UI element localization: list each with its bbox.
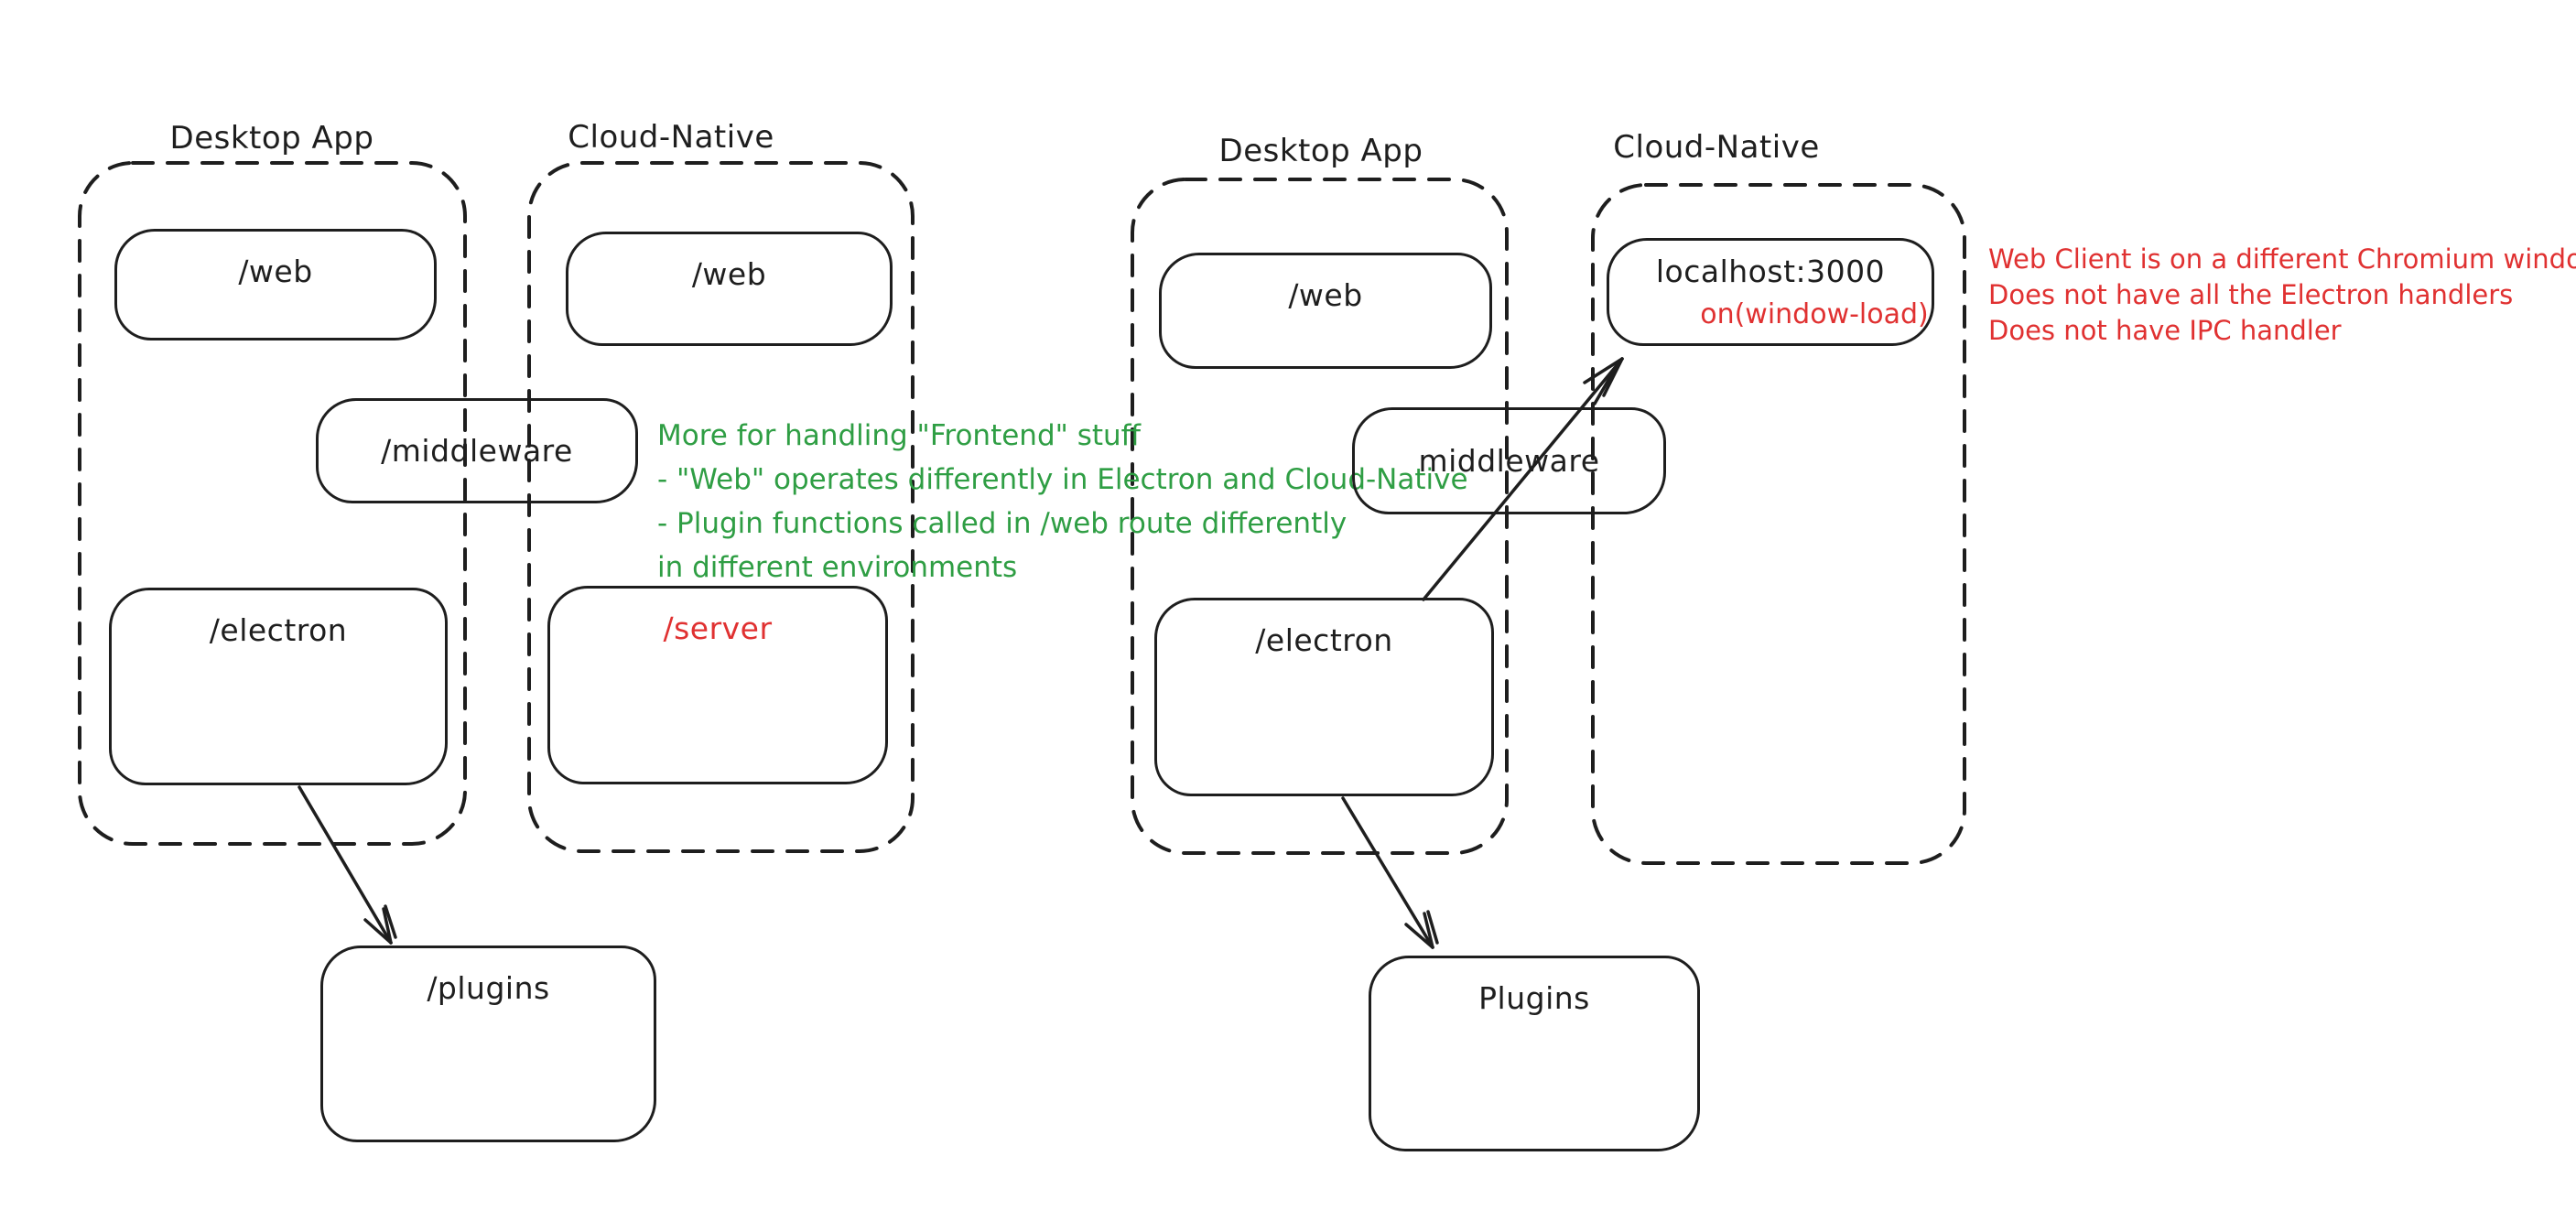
box-localhost-3000[interactable]: localhost:3000 on(window-load) [1607, 238, 1934, 346]
container-desktop-app-left[interactable] [78, 161, 467, 846]
label-desktop-app-right: Desktop App [1218, 133, 1423, 169]
box-web-right[interactable]: /web [1159, 253, 1492, 369]
note-web-client[interactable]: Web Client is on a different Chromium wi… [1988, 242, 2576, 349]
box-web-cloud-left[interactable]: /web [566, 232, 893, 346]
box-electron-left[interactable]: /electron [109, 588, 448, 785]
box-plugins-right-label: Plugins [1478, 980, 1590, 1016]
note-frontend-handling[interactable]: More for handling "Frontend" stuff - "We… [657, 414, 1468, 589]
box-middleware-left[interactable]: /middleware [316, 398, 638, 503]
box-web-desktop-left[interactable]: /web [114, 229, 437, 340]
box-web-right-label: /web [1288, 277, 1363, 313]
container-cloud-native-right[interactable] [1591, 183, 1966, 865]
window-load-label: on(window-load) [1700, 298, 1929, 330]
box-server-left-label: /server [663, 611, 773, 646]
box-plugins-left[interactable]: /plugins [320, 946, 656, 1142]
box-server-left[interactable]: /server [547, 586, 888, 784]
box-middleware-left-label: /middleware [381, 433, 573, 469]
box-middleware-right[interactable]: middleware [1352, 407, 1666, 514]
box-middleware-right-label: middleware [1418, 443, 1600, 479]
label-cloud-native-left: Cloud-Native [568, 119, 774, 156]
container-desktop-app-right[interactable] [1131, 178, 1509, 855]
note-frontend-line-4: in different environments [657, 551, 1018, 584]
note-web-client-line-1: Web Client is on a different Chromium wi… [1988, 243, 2576, 275]
box-localhost-3000-label: localhost:3000 [1655, 254, 1886, 289]
container-cloud-native-left[interactable] [527, 161, 915, 853]
box-plugins-right[interactable]: Plugins [1369, 956, 1700, 1151]
note-web-client-line-3: Does not have IPC handler [1988, 315, 2342, 346]
note-frontend-line-2: - "Web" operates differently in Electron… [657, 463, 1468, 496]
box-plugins-left-label: /plugins [427, 970, 550, 1006]
box-web-desktop-left-label: /web [238, 254, 313, 289]
note-frontend-line-3: - Plugin functions called in /web route … [657, 507, 1348, 540]
arrow-electron-to-plugins-left[interactable] [298, 785, 397, 945]
box-electron-left-label: /electron [209, 612, 348, 648]
label-cloud-native-right: Cloud-Native [1613, 129, 1820, 166]
arrow-electron-to-localhost-right[interactable] [1422, 357, 1624, 601]
box-electron-right-label: /electron [1255, 622, 1393, 658]
note-frontend-line-1: More for handling "Frontend" stuff [657, 419, 1142, 452]
box-electron-right[interactable]: /electron [1154, 598, 1494, 796]
note-web-client-line-2: Does not have all the Electron handlers [1988, 279, 2514, 310]
label-desktop-app-left: Desktop App [169, 120, 374, 157]
arrow-electron-to-plugins-right[interactable] [1341, 796, 1439, 949]
box-web-cloud-left-label: /web [691, 256, 767, 292]
